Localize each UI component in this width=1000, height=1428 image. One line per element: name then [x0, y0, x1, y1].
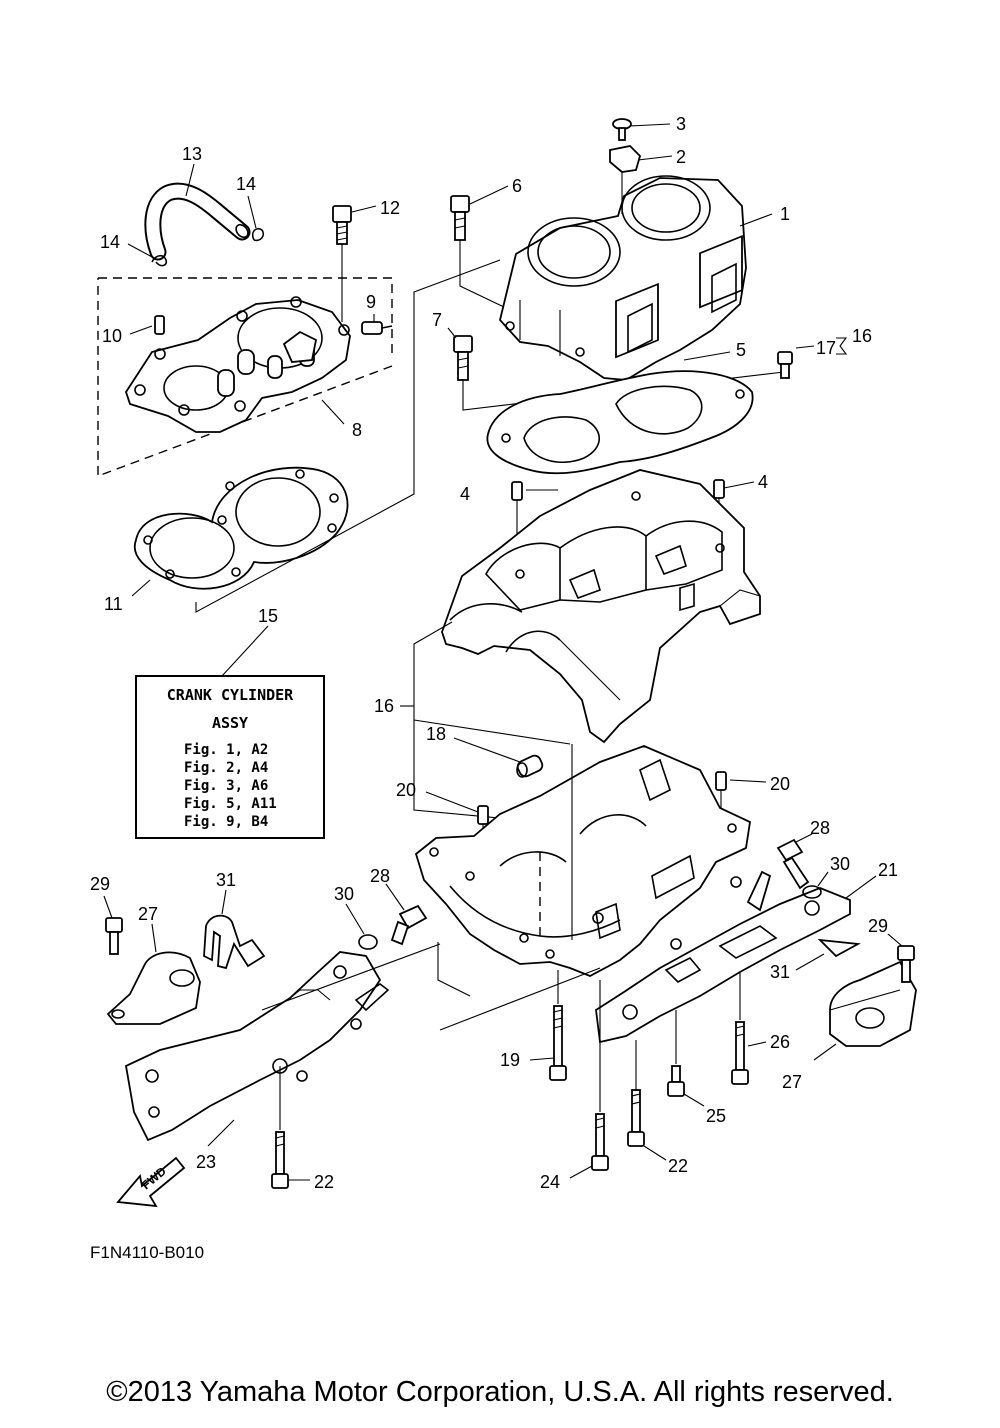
callout-13: 13: [182, 144, 202, 164]
callout-5: 5: [736, 340, 746, 360]
head-gasket-11: [133, 466, 349, 590]
callout-7: 7: [432, 310, 442, 330]
dowel-pin-10: [154, 315, 165, 335]
callout-6: 6: [512, 176, 522, 196]
callout-31a: 31: [216, 870, 236, 890]
figure-code: F1N4110-B010: [90, 1243, 204, 1262]
callout-25: 25: [706, 1106, 726, 1126]
assembly-line-6: [459, 240, 507, 309]
plate-part-31b: [817, 938, 861, 958]
callout-20a: 20: [396, 780, 416, 800]
reference-title-line2: ASSY: [212, 714, 248, 732]
callout-12: 12: [380, 198, 400, 218]
engine-mount-bracket-21: [595, 870, 851, 1044]
callout-29a: 29: [90, 874, 110, 894]
callout-29b: 29: [868, 916, 888, 936]
callout-26: 26: [770, 1032, 790, 1052]
callout-22b: 22: [668, 1156, 688, 1176]
forward-arrow-icon: FWD: [116, 1156, 186, 1208]
assembly-line-16: [413, 621, 453, 702]
callout-14b: 14: [236, 174, 256, 194]
callout-22a: 22: [314, 1172, 334, 1192]
callout-4a: 4: [460, 484, 470, 504]
reference-title-line1: CRANK CYLINDER: [167, 686, 294, 704]
crankcase-upper-16: [441, 469, 761, 744]
bolt-part-28a: [390, 904, 428, 946]
callout-15: 15: [258, 606, 278, 626]
bracket-part-2: [609, 145, 642, 214]
reference-fig-5: Fig. 9, B4: [184, 814, 268, 830]
dowel-pin-4a: [511, 481, 523, 501]
dowel-pin-20b: [715, 771, 727, 791]
bolt-part-29a: [105, 917, 123, 955]
callout-16b: 16: [852, 326, 872, 346]
reference-fig-1: Fig. 1, A2: [184, 742, 268, 758]
bolt-part-22b: [627, 1089, 645, 1147]
callout-18: 18: [426, 724, 446, 744]
callout-2: 2: [676, 147, 686, 167]
reference-fig-2: Fig. 2, A4: [184, 760, 268, 776]
cylinder-base-gasket-5: [486, 370, 754, 475]
dowel-pin-20a: [477, 805, 489, 825]
callout-21: 21: [878, 860, 898, 880]
clamp-part-14a: [151, 254, 168, 267]
crankcase-lower: [414, 745, 751, 977]
bolt-part-29b: [897, 945, 915, 983]
callout-28a: 28: [370, 866, 390, 886]
clamp-part-14b: [251, 227, 265, 242]
dowel-pin-4b: [713, 479, 725, 499]
assembly-line-head: [195, 259, 501, 613]
callout-leaders: [103, 123, 903, 1181]
callout-30b: 30: [830, 854, 850, 874]
callout-24: 24: [540, 1172, 560, 1192]
callout-9: 9: [366, 292, 376, 312]
bolt-part-25: [667, 1065, 685, 1097]
copyright-notice: ©2013 Yamaha Motor Corporation, U.S.A. A…: [106, 1376, 894, 1408]
washer-part-30a: [358, 934, 378, 950]
engine-mount-27a: [106, 951, 201, 1025]
group-frame-8: [97, 277, 393, 478]
bolt-part-12: [332, 205, 352, 322]
bolt-part-6: [450, 195, 470, 241]
sleeve-part-18: [516, 754, 544, 778]
callout-14a: 14: [100, 232, 120, 252]
callout-27a: 27: [138, 904, 158, 924]
callout-16a: 16: [374, 696, 394, 716]
callout-31b: 31: [770, 962, 790, 982]
callout-10: 10: [102, 326, 122, 346]
cylinder-head-cover-8: [125, 296, 351, 433]
callout-17: 17: [816, 338, 836, 358]
washer-part-30b: [802, 885, 822, 899]
callout-30a: 30: [334, 884, 354, 904]
bolt-part-22a: [271, 1131, 289, 1189]
bolt-part-17: [777, 351, 793, 379]
callout-4b: 4: [758, 472, 768, 492]
callout-19: 19: [500, 1050, 520, 1070]
callout-8: 8: [352, 420, 362, 440]
reference-fig-4: Fig. 5, A11: [184, 796, 277, 812]
cylinder-block-1: [499, 175, 747, 381]
hose-part-13: [144, 182, 251, 261]
reference-box-15: CRANK CYLINDER ASSY Fig. 1, A2 Fig. 2, A…: [135, 675, 325, 839]
callout-labels: 1 2 3 4 4 5 6 7 8 9 10 11 12 13 14 14 15…: [90, 114, 898, 1192]
callout-27b: 27: [782, 1072, 802, 1092]
callout-3: 3: [676, 114, 686, 134]
plate-part-31a: [203, 914, 266, 970]
callout-11: 11: [104, 594, 123, 614]
callout-28b: 28: [810, 818, 830, 838]
screw-part-3: [612, 118, 632, 141]
bolt-part-28b: [776, 838, 810, 890]
reference-fig-3: Fig. 3, A6: [184, 778, 268, 794]
bolt-part-19: [549, 1005, 567, 1081]
bolt-part-24: [591, 1113, 609, 1171]
callout-1: 1: [780, 204, 790, 224]
callout-20b: 20: [770, 774, 790, 794]
fitting-part-9: [361, 321, 393, 335]
callout-23: 23: [196, 1152, 216, 1172]
bolt-part-26: [731, 1021, 749, 1085]
engine-mount-27b: [829, 960, 917, 1047]
